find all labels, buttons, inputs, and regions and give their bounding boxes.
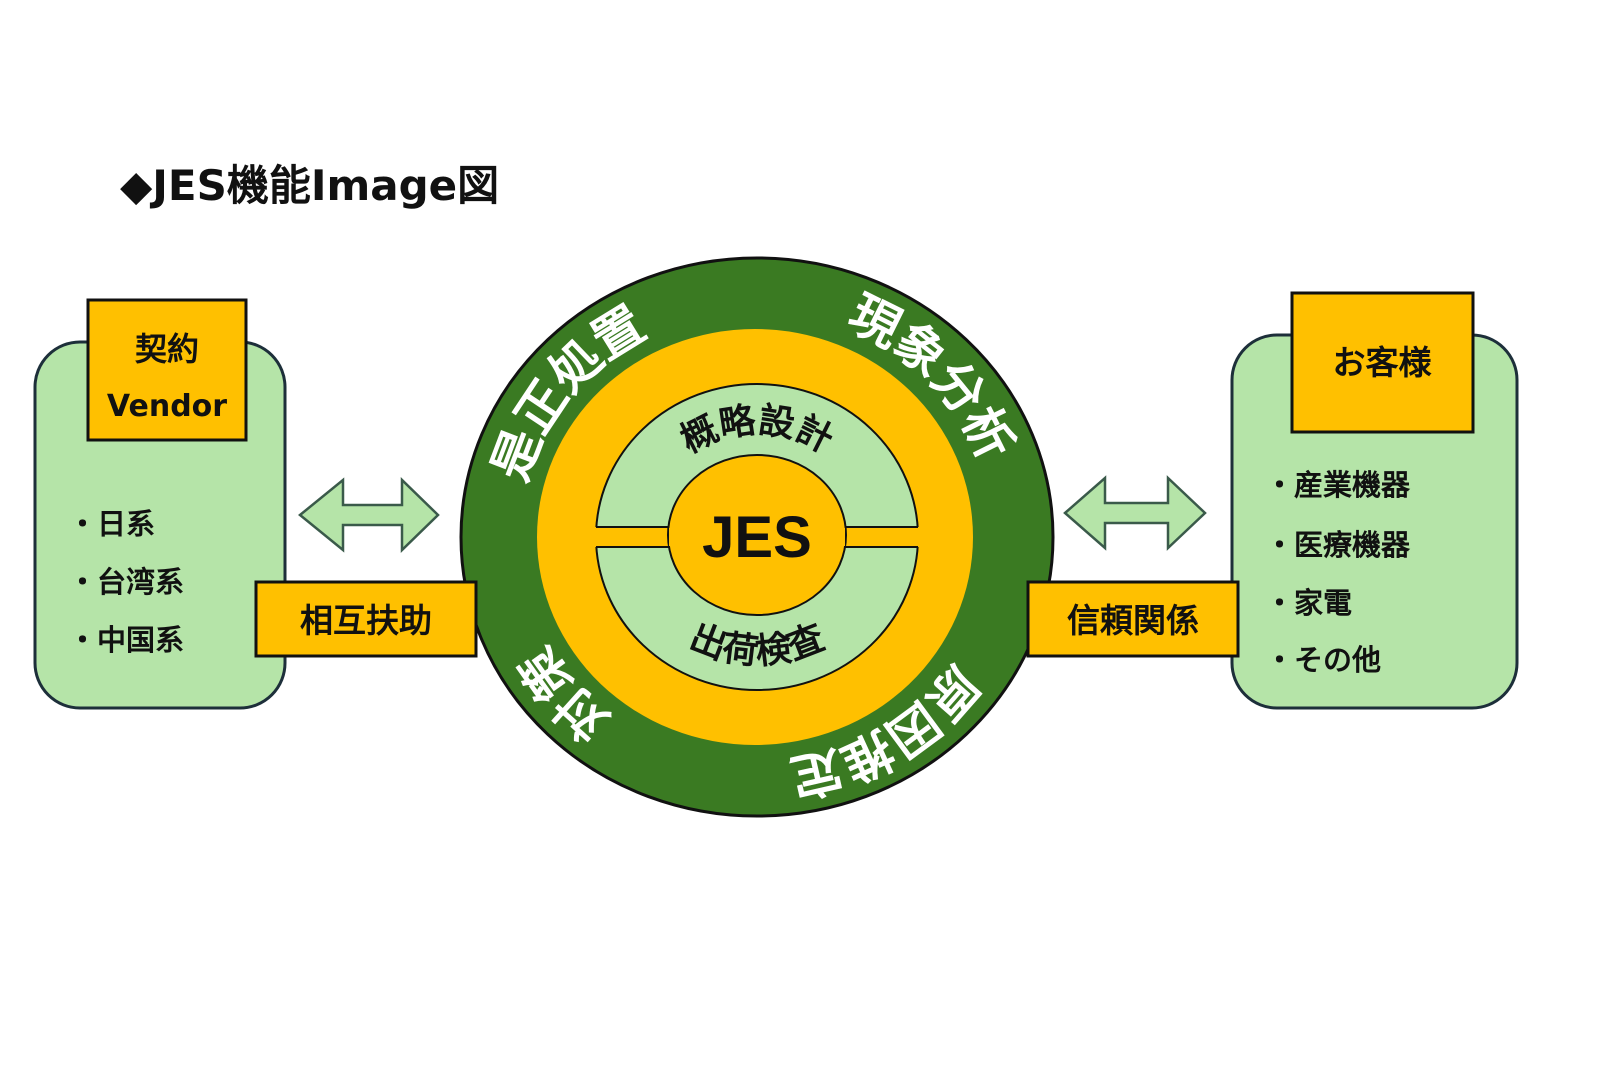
customer-header-box bbox=[1290, 291, 1475, 434]
customer-header: お客様 bbox=[1333, 343, 1433, 382]
core-label: JES bbox=[702, 505, 812, 570]
customer-item: ・産業機器 bbox=[1265, 468, 1411, 502]
vendor-header-box bbox=[86, 298, 248, 442]
customer-item: ・家電 bbox=[1265, 586, 1352, 620]
mutual-support-box bbox=[254, 580, 478, 658]
vendor-item: ・中国系 bbox=[68, 623, 184, 657]
vendor-item: ・日系 bbox=[68, 507, 155, 541]
trust-relationship-box bbox=[1026, 580, 1240, 658]
double-arrow-right-icon bbox=[1063, 475, 1207, 551]
customer-item: ・医療機器 bbox=[1265, 528, 1411, 562]
diagram-title: ◆JES機能Image図 bbox=[120, 161, 499, 210]
customer-item: ・その他 bbox=[1265, 643, 1381, 677]
vendor-header-vendor: Vendor bbox=[107, 389, 227, 424]
double-arrow-left-icon bbox=[298, 477, 440, 553]
vendor-header-contract: 契約 bbox=[135, 330, 199, 368]
mutual-support-label: 相互扶助 bbox=[300, 601, 432, 640]
vendor-item: ・台湾系 bbox=[68, 565, 184, 599]
trust-relationship-label: 信頼関係 bbox=[1067, 601, 1199, 640]
